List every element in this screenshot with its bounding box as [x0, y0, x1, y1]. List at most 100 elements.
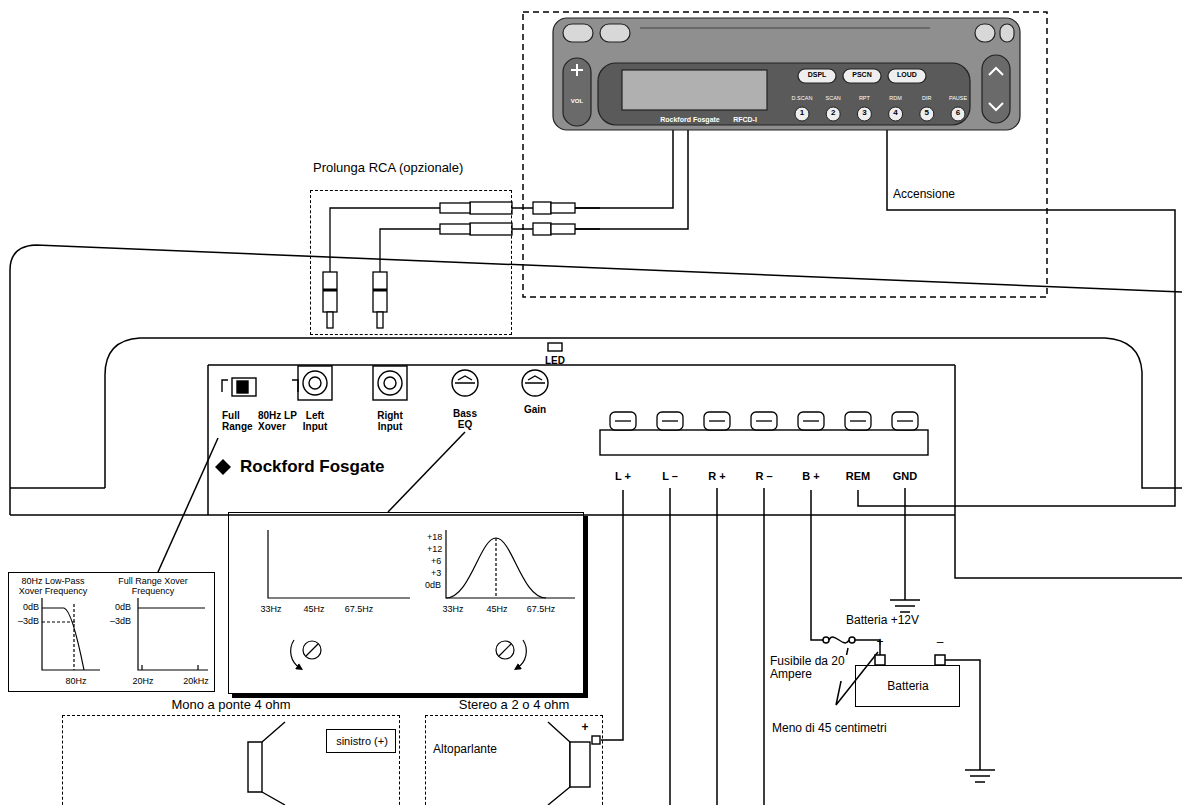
- head-unit-faceplate: [798, 69, 836, 83]
- node-text: 80Hz Low-Pass Xover Frequency: [13, 577, 93, 597]
- rca-plug: [440, 203, 470, 213]
- bass-eq-graph-lines: [517, 640, 526, 668]
- node-text: 0dB: [115, 603, 131, 613]
- preset-button: [920, 107, 934, 121]
- speaker-wire: [670, 488, 764, 805]
- rca-input-jack: Left Input: [293, 360, 337, 436]
- terminal: L –: [648, 410, 692, 490]
- head-unit-faceplate: [640, 27, 930, 28]
- node-text: GND: [893, 470, 917, 482]
- speaker-symbol: [592, 736, 600, 744]
- rca-plug: [327, 312, 333, 328]
- housing-outline: [10, 12, 1182, 805]
- node-text: +: [581, 721, 588, 734]
- speaker-symbol: [570, 742, 590, 787]
- amp-controls: [600, 430, 928, 455]
- button-label: 4: [893, 109, 897, 118]
- preset-button: [951, 107, 965, 121]
- amp-controls: [548, 343, 562, 351]
- dashed-group: Prolunga RCA (opzionale): [310, 190, 512, 335]
- speaker-symbol: [548, 722, 570, 805]
- node-text: 67.5Hz: [345, 605, 374, 615]
- bass-eq-graph-lines: [306, 644, 318, 656]
- button-label: 1: [800, 109, 804, 118]
- amp-controls: [216, 460, 230, 474]
- node-text: sinistro (+): [336, 735, 388, 747]
- node-text: R +: [708, 470, 725, 482]
- node-text: 20kHz: [183, 677, 209, 687]
- speaker-symbol: [262, 722, 285, 805]
- node-text: L –: [662, 470, 678, 482]
- terminal-screw: [662, 420, 678, 421]
- terminal-screw: [615, 420, 631, 421]
- terminal-sign: –: [937, 636, 944, 649]
- dashed-group: Stereo a 2 o 4 ohmAltoparlante+: [425, 715, 603, 805]
- battery-label: Batteria +12V: [846, 614, 919, 627]
- head-unit-faceplate: [600, 24, 630, 42]
- head-unit-faceplate: [982, 55, 1010, 123]
- fuse-symbol: [823, 634, 855, 646]
- button-label: PSCN: [852, 71, 871, 79]
- bass-eq-graph-lines: [496, 641, 514, 659]
- terminal-screw: [845, 412, 871, 430]
- amp-controls: [384, 377, 396, 389]
- bass-eq-knob: Bass EQ: [443, 366, 487, 432]
- amp-controls: [452, 370, 478, 396]
- terminal-screw: [704, 412, 730, 430]
- amp-controls: [378, 371, 402, 395]
- terminal: GND: [883, 410, 927, 490]
- head-unit-faceplate: [598, 63, 970, 125]
- rca-plug: [373, 272, 387, 312]
- preset-button: [826, 107, 840, 121]
- speaker-symbol: [248, 742, 262, 792]
- wire: [388, 432, 465, 512]
- terminal-screw: [850, 420, 866, 421]
- bass-eq-graph-lines: [303, 641, 321, 659]
- wire: [858, 130, 1175, 506]
- button-label: DIR: [922, 95, 931, 101]
- rca-plug: [551, 203, 575, 213]
- bass-eq-graph-lines: [291, 640, 300, 668]
- bass-eq-graph-lines: [499, 644, 511, 656]
- speaker-symbol: [248, 722, 600, 805]
- fuse-symbol: [823, 637, 829, 643]
- preset-button: [857, 107, 871, 121]
- crossover-graph-lines: [42, 604, 76, 670]
- rca-plug: [533, 223, 551, 235]
- button-label: VOL: [571, 98, 583, 105]
- crossover-graph: 80Hz Low-Pass Xover FrequencyFull Range …: [8, 572, 215, 692]
- speaker: Altoparlante +: [429, 721, 601, 805]
- battery-terminal: [875, 655, 945, 665]
- battery-terminal: [875, 655, 885, 665]
- battery-terminal: [935, 655, 945, 665]
- housing-outline: [10, 245, 1182, 515]
- preset-button: [795, 107, 809, 121]
- head-unit-faceplate: [1000, 24, 1014, 42]
- rca-plug: [533, 202, 551, 214]
- node-text: Left Input: [295, 410, 335, 432]
- wire-label: Fusibile da 20 Ampere: [768, 655, 854, 681]
- rca-plug: [440, 224, 470, 234]
- head-unit-faceplate: [843, 69, 881, 83]
- rca-plug: [330, 208, 440, 272]
- wire-label: Accensione: [891, 188, 957, 201]
- node-text: Altoparlante: [433, 743, 497, 756]
- button-label: 6: [956, 109, 960, 118]
- bass-eq-graph: 33Hz45Hz67.5Hz+18+12+6+30dB33Hz45Hz67.5H…: [228, 512, 584, 694]
- head-unit: Rockford FosgateRFCD-I: [553, 18, 1020, 130]
- node-text: 0dB: [425, 581, 441, 591]
- head-unit-region: [523, 12, 1047, 297]
- crossover-graph-lines: [42, 598, 100, 670]
- terminal-screw: [897, 420, 913, 421]
- node-text: B +: [802, 470, 819, 482]
- housing-outline: [10, 365, 1182, 578]
- node-text: +6: [431, 557, 441, 567]
- node-text: 0dB: [23, 603, 39, 613]
- node-text: Mono a ponte 4 ohm: [171, 698, 290, 712]
- fuse-symbol: [849, 637, 855, 643]
- terminal-screw: [709, 420, 725, 421]
- crossover-graph-lines: [138, 598, 208, 670]
- amp-controls: [216, 343, 928, 474]
- terminal-screw: [803, 420, 819, 421]
